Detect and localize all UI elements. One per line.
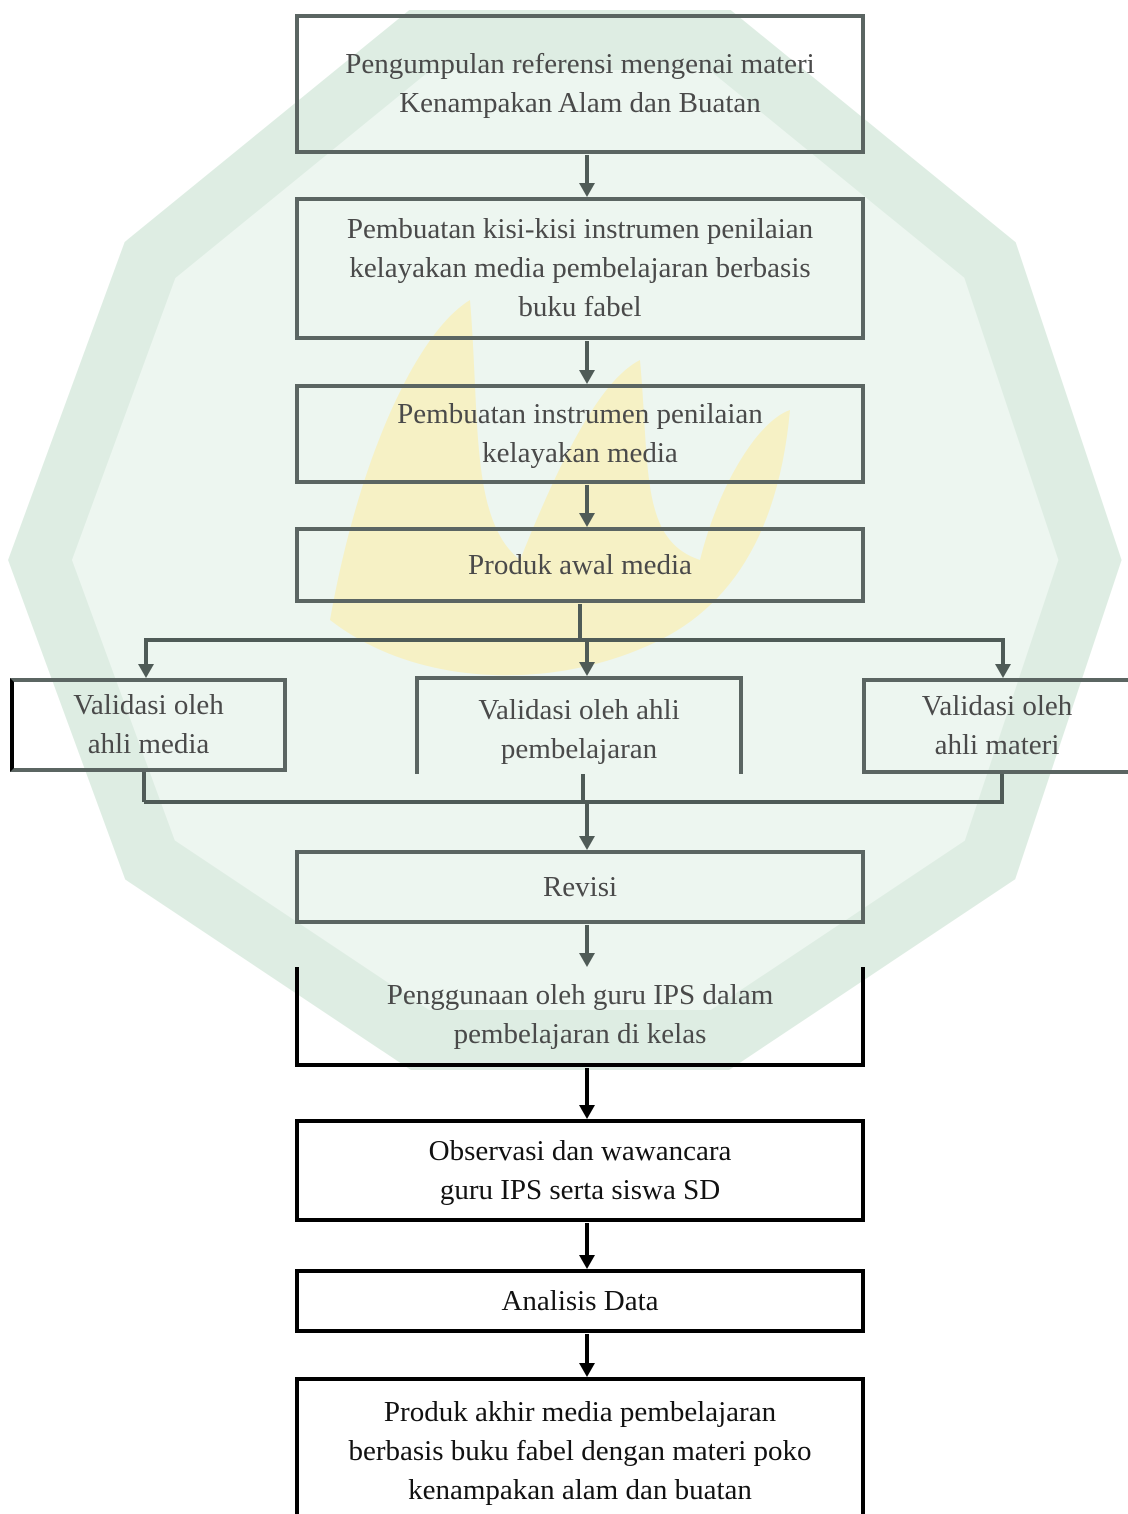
step-text: Observasi dan wawancara xyxy=(428,1134,732,1167)
step-text: ahli materi xyxy=(934,729,1060,761)
step-text: Validasi oleh xyxy=(73,689,224,721)
arrowhead xyxy=(579,513,595,527)
step-text: Produk awal media xyxy=(468,548,692,581)
arrowhead xyxy=(579,1255,595,1269)
step-text: buku fabel xyxy=(518,291,642,323)
step-text: kenampakan alam dan buatan xyxy=(408,1474,752,1506)
step-instrument-creation: Pembuatan instrumen penilaian kelayakan m… xyxy=(295,384,865,484)
arrowhead xyxy=(579,836,595,850)
step-text: guru IPS serta siswa SD xyxy=(439,1173,721,1206)
step-text: Penggunaan oleh guru IPS dalam xyxy=(386,979,774,1011)
step-text: kelayakan media pembelajaran berbasis xyxy=(349,252,811,284)
validation-learning-expert: Validasi oleh ahli pembelajaran xyxy=(415,676,743,774)
step-teacher-usage: Penggunaan oleh guru IPS dalam pembelajar… xyxy=(295,967,865,1067)
step-text: pembelajaran xyxy=(500,733,658,765)
step-text: Kenampakan Alam dan Buatan xyxy=(399,87,761,119)
step-observation-interview: Observasi dan wawancara guru IPS serta si… xyxy=(295,1119,865,1222)
step-text: Produk akhir media pembelajaran xyxy=(383,1396,777,1428)
arrowhead xyxy=(579,953,595,967)
validation-material-expert: Validasi oleh ahli materi xyxy=(862,678,1128,774)
step-text: kelayakan media xyxy=(482,437,678,469)
step-text: Analisis Data xyxy=(501,1284,659,1317)
step-text: Revisi xyxy=(542,870,618,903)
arrowhead xyxy=(138,664,154,678)
watermark-calligraphy xyxy=(330,300,790,676)
arrowhead xyxy=(579,662,595,676)
step-text: ahli media xyxy=(87,728,210,760)
arrowhead xyxy=(579,370,595,384)
validation-media-expert: Validasi oleh ahli media xyxy=(10,678,287,772)
step-revision: Revisi xyxy=(295,850,865,924)
step-initial-product: Produk awal media xyxy=(295,527,865,603)
step-final-product: Produk akhir media pembelajaran berbasis … xyxy=(295,1377,865,1514)
arrowhead xyxy=(579,1363,595,1377)
step-instrument-grid: Pembuatan kisi-kisi instrumen penilaian k… xyxy=(295,197,865,340)
step-text: berbasis buku fabel dengan materi poko xyxy=(348,1435,812,1467)
arrowhead xyxy=(579,1105,595,1119)
step-data-analysis: Analisis Data xyxy=(295,1269,865,1333)
step-text: Pengumpulan referensi mengenai materi xyxy=(345,48,815,80)
arrowhead xyxy=(995,664,1011,678)
step-text: pembelajaran di kelas xyxy=(453,1018,707,1050)
step-text: Pembuatan kisi-kisi instrumen penilaian xyxy=(346,213,814,245)
step-text: Pembuatan instrumen penilaian xyxy=(397,398,763,430)
step-text: Validasi oleh ahli xyxy=(478,694,680,726)
arrowhead xyxy=(579,183,595,197)
step-text: Validasi oleh xyxy=(921,690,1073,722)
